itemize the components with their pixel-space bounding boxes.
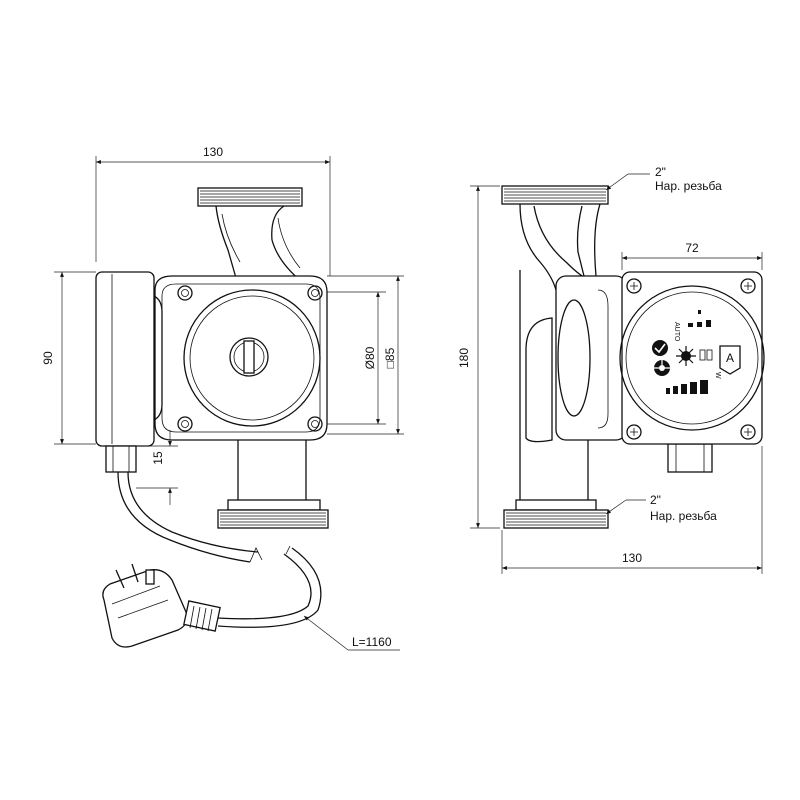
screw-icon bbox=[626, 424, 642, 440]
dim-offset-label: 15 bbox=[151, 451, 165, 465]
screw-icon bbox=[740, 278, 756, 294]
upper-pipe-left bbox=[215, 205, 237, 279]
dim-square: □85 bbox=[327, 275, 404, 435]
vent-screw bbox=[229, 337, 269, 377]
power-display: W bbox=[699, 349, 721, 379]
dim-cable-length: L=1160 bbox=[303, 615, 400, 651]
heat-mode-icon bbox=[652, 340, 668, 356]
dim-cable-length-label: L=1160 bbox=[352, 635, 392, 649]
night-mode-icon bbox=[676, 346, 696, 366]
screw-icon bbox=[626, 278, 642, 294]
dim-front-height-label: 90 bbox=[41, 351, 55, 365]
dim-diameter: Ø80 bbox=[327, 291, 386, 425]
speed-bars bbox=[666, 380, 708, 394]
mode-button[interactable]: A bbox=[719, 345, 741, 375]
dim-side-width-label: 130 bbox=[622, 551, 642, 565]
lower-pipe-front bbox=[217, 440, 329, 529]
thread-top-callout: 2" Нар. резьба bbox=[605, 165, 722, 193]
side-view: AUTO W A bbox=[457, 165, 765, 574]
upper-pipe-right bbox=[271, 205, 303, 283]
top-thread-side bbox=[501, 185, 609, 205]
dim-side-depth-label: 72 bbox=[685, 241, 699, 255]
thread-bottom-callout: 2" Нар. резьба bbox=[605, 493, 717, 523]
dim-offset: 15 bbox=[136, 430, 178, 505]
dim-front-height: 90 bbox=[41, 271, 96, 445]
front-view: 130 90 Ø80 □85 15 bbox=[41, 145, 404, 651]
dim-diameter-label: Ø80 bbox=[363, 346, 377, 369]
cable-gland bbox=[105, 445, 137, 473]
lower-thread-side bbox=[503, 499, 609, 529]
control-panel-dial bbox=[619, 285, 765, 431]
dim-front-width-label: 130 bbox=[203, 145, 223, 159]
pump-housing-front bbox=[154, 275, 328, 441]
screw-icon bbox=[740, 424, 756, 440]
upper-pipe-side-a bbox=[519, 203, 557, 291]
terminal-box-front bbox=[95, 271, 163, 447]
dim-square-label: □85 bbox=[383, 347, 397, 368]
dim-side-width: 130 bbox=[501, 446, 763, 574]
thread-bottom-label: Нар. резьба bbox=[650, 509, 717, 523]
thread-top-label: Нар. резьба bbox=[655, 179, 722, 193]
control-box: AUTO W A bbox=[619, 271, 765, 445]
pump-body-side bbox=[519, 270, 627, 500]
thread-top-size: 2" bbox=[655, 165, 666, 179]
power-plug bbox=[102, 563, 221, 648]
power-cable bbox=[117, 471, 322, 628]
mode-label: A bbox=[726, 351, 734, 365]
thread-bottom-size: 2" bbox=[650, 493, 661, 507]
auto-label: AUTO bbox=[673, 322, 680, 342]
dim-front-width: 130 bbox=[95, 145, 331, 276]
fan-mode-icon bbox=[654, 360, 670, 376]
power-unit-label: W bbox=[714, 372, 721, 379]
dim-side-depth: 72 bbox=[621, 241, 763, 270]
dim-side-height: 180 bbox=[457, 185, 500, 529]
cable-gland-side bbox=[667, 443, 713, 473]
top-thread-front bbox=[197, 187, 303, 207]
dim-side-height-label: 180 bbox=[457, 348, 471, 368]
